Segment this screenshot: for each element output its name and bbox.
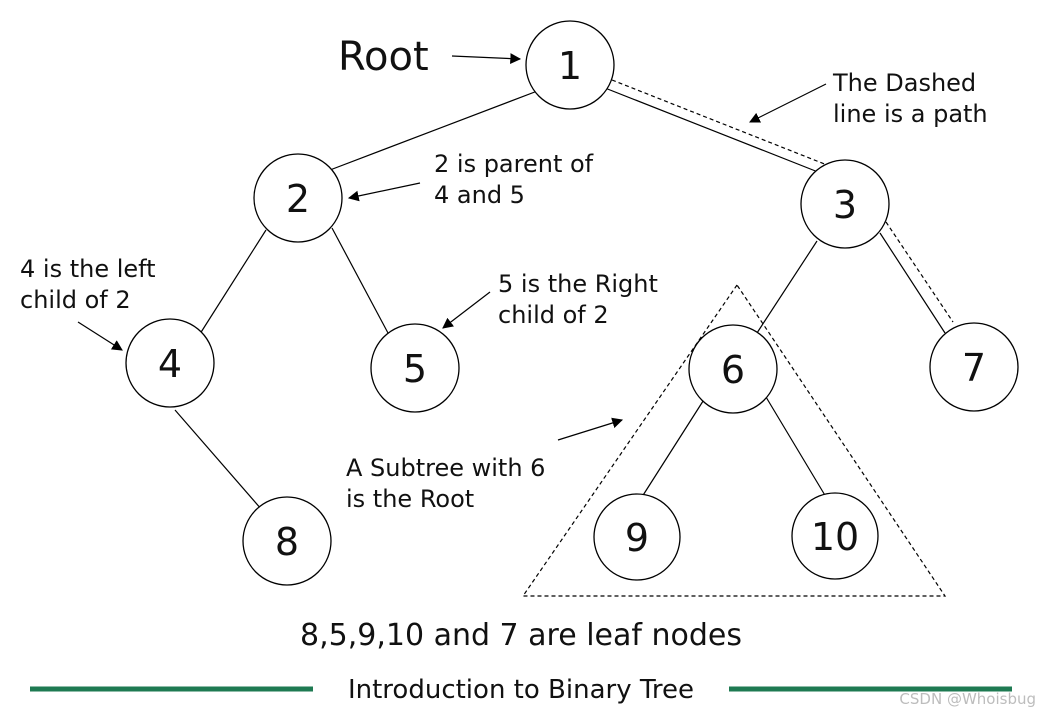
root-arrow xyxy=(451,53,522,64)
dashed-path-arrow xyxy=(749,83,827,123)
dashed-path xyxy=(611,79,954,323)
watermark: CSDN @Whoisbug xyxy=(899,690,1036,708)
node-4: 4 xyxy=(125,318,215,408)
node-7: 7 xyxy=(929,322,1019,412)
dashed-path-annotation: The Dashed line is a path xyxy=(832,69,988,128)
parent-annotation: 2 is parent of 4 and 5 xyxy=(434,150,594,209)
node-9-label: 9 xyxy=(625,516,649,560)
annotation-arrows xyxy=(77,53,827,441)
node-3-label: 3 xyxy=(833,183,857,227)
node-2: 2 xyxy=(253,153,343,243)
left-child-annotation-line-2: child of 2 xyxy=(20,286,131,314)
node-1-label: 1 xyxy=(558,44,582,88)
parent-arrow xyxy=(347,182,421,202)
node-6: 6 xyxy=(688,324,778,414)
node-10-label: 10 xyxy=(811,515,859,559)
subtree-annotation: A Subtree with 6 is the Root xyxy=(346,454,545,513)
subtree-arrow xyxy=(557,417,624,441)
right-child-annotation-line-2: child of 2 xyxy=(498,301,609,329)
node-1: 1 xyxy=(525,20,615,110)
right-child-annotation: 5 is the Right child of 2 xyxy=(498,270,658,329)
node-6-label: 6 xyxy=(721,348,745,392)
node-10: 10 xyxy=(791,492,879,580)
node-4-label: 4 xyxy=(158,342,182,386)
dashed-path-segment-1-3 xyxy=(611,79,828,166)
node-8: 8 xyxy=(242,496,332,586)
subtree-annotation-line-2: is the Root xyxy=(346,485,474,513)
dashed-path-annotation-line-1: The Dashed xyxy=(832,69,976,97)
edge-6-9 xyxy=(639,397,706,501)
left-child-annotation-line-1: 4 is the left xyxy=(20,255,156,283)
subtree-annotation-line-1: A Subtree with 6 xyxy=(346,454,545,482)
edge-6-10 xyxy=(765,396,827,498)
edge-2-5 xyxy=(331,227,389,334)
node-5-label: 5 xyxy=(403,347,427,391)
node-9: 9 xyxy=(593,493,681,581)
node-8-label: 8 xyxy=(275,520,299,564)
node-3: 3 xyxy=(800,159,890,249)
edge-3-6 xyxy=(754,240,818,337)
right-child-annotation-line-1: 5 is the Right xyxy=(498,270,658,298)
left-child-arrow xyxy=(77,321,123,351)
root-label: Root xyxy=(338,34,429,80)
leaf-nodes-note: 8,5,9,10 and 7 are leaf nodes xyxy=(300,618,742,653)
dashed-path-segment-3-7 xyxy=(885,221,954,323)
parent-annotation-line-1: 2 is parent of xyxy=(434,150,594,178)
dashed-path-annotation-line-2: line is a path xyxy=(833,100,988,128)
subtree-triangle xyxy=(521,283,947,597)
left-child-annotation: 4 is the left child of 2 xyxy=(20,255,156,314)
edge-3-7 xyxy=(879,232,946,334)
node-5: 5 xyxy=(370,323,460,413)
right-child-arrow xyxy=(442,291,491,329)
node-2-label: 2 xyxy=(286,177,310,221)
node-7-label: 7 xyxy=(962,346,986,390)
parent-annotation-line-2: 4 and 5 xyxy=(434,181,525,209)
tree-edges xyxy=(174,87,946,511)
edge-1-3 xyxy=(604,87,819,173)
edge-4-8 xyxy=(174,409,263,511)
edge-1-2 xyxy=(329,89,541,171)
edge-2-4 xyxy=(197,229,267,338)
footer-title: Introduction to Binary Tree xyxy=(348,675,694,705)
